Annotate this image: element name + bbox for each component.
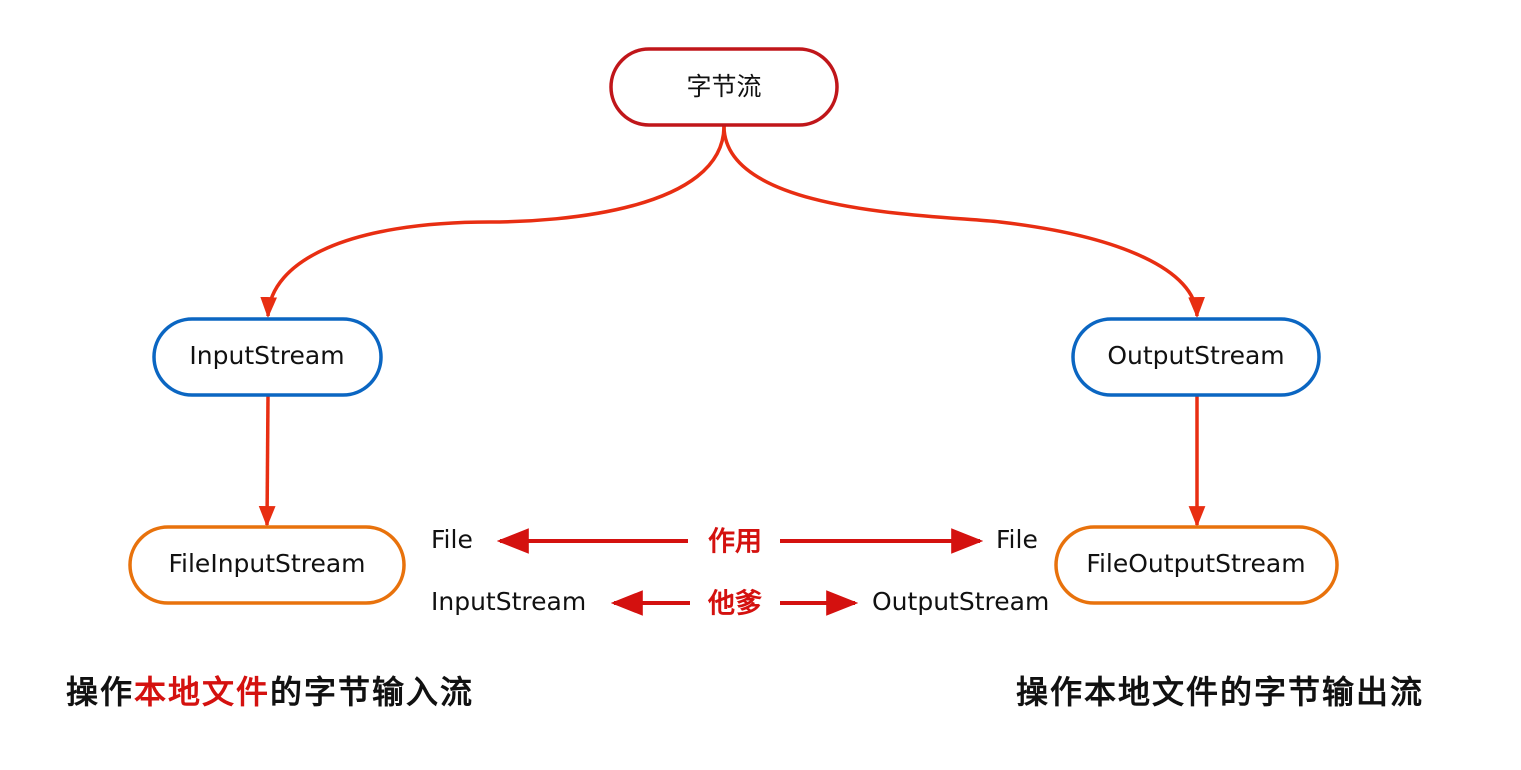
node-root-label: 字节流: [686, 72, 761, 101]
caption-left: 操作本地文件的字节输入流: [66, 667, 474, 713]
caption-left-highlight: 本地文件: [134, 673, 271, 711]
caption-right: 操作本地文件的字节输出流: [1016, 673, 1425, 711]
row2-center-label: 他爹: [707, 589, 762, 620]
row2-right-label: OutputStream: [872, 587, 1049, 616]
row1-left-label: File: [431, 525, 473, 554]
caption-left-suffix: 的字节输入流: [270, 673, 475, 711]
node-inputstream: InputStream: [152, 317, 383, 397]
caption-left-prefix: 操作: [66, 673, 135, 711]
node-outputstream-label: OutputStream: [1107, 341, 1284, 370]
row1-center-label: 作用: [708, 527, 762, 558]
connector-root-to-inputstream: [260, 125, 726, 319]
node-fileinputstream-label: FileInputStream: [168, 549, 365, 578]
node-inputstream-label: InputStream: [189, 341, 344, 370]
node-fileinputstream: FileInputStream: [128, 525, 406, 605]
node-root: 字节流: [609, 47, 839, 127]
row1-right-label: File: [996, 525, 1038, 554]
node-fileoutputstream: FileOutputStream: [1054, 525, 1339, 605]
node-fileoutputstream-label: FileOutputStream: [1086, 549, 1305, 578]
connector-inputstream-to-fileinputstream: [258, 395, 276, 528]
connector-root-to-outputstream: [722, 125, 1205, 319]
node-outputstream: OutputStream: [1071, 317, 1321, 397]
row2-left-label: InputStream: [431, 587, 586, 616]
